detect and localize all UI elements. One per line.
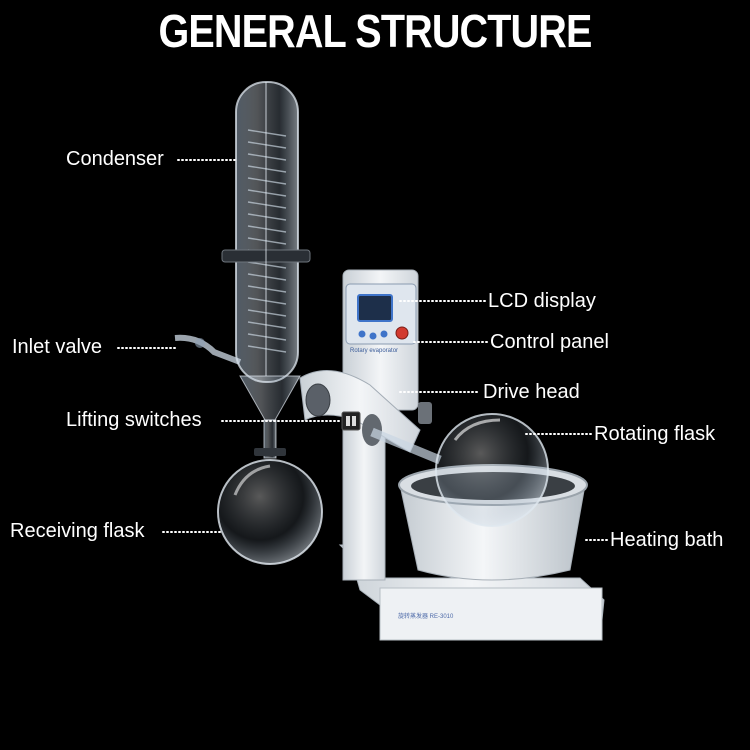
label-heating-bath: Heating bath [610, 529, 724, 551]
base-front [379, 587, 603, 641]
lifting-switch [341, 411, 361, 431]
label-drive-head: Drive head [483, 381, 580, 403]
control-knob [395, 326, 409, 340]
label-lcd-display: LCD display [488, 290, 596, 312]
vapor-duct [370, 427, 442, 465]
heating-bath [399, 484, 586, 581]
label-receiving-flask: Receiving flask [10, 520, 145, 542]
leader-lines [117, 159, 608, 541]
drive-collar [362, 414, 382, 446]
base-caption: 旋转蒸发器 RE-3010 [398, 612, 454, 620]
label-inlet-valve: Inlet valve [12, 336, 103, 358]
drive-knob [418, 402, 432, 424]
label-condenser: Condenser [66, 148, 164, 170]
panel-caption: Rotary evaporator [350, 348, 398, 354]
condenser-clamp [221, 249, 311, 263]
label-lifting-switches: Lifting switches [66, 409, 202, 431]
panel-button [380, 330, 388, 338]
label-rotating-flask: Rotating flask [594, 423, 716, 445]
lcd-screen [357, 294, 393, 322]
flask-clamp [254, 448, 286, 456]
inlet-valve [174, 334, 242, 365]
panel-button [358, 330, 366, 338]
rotating-flask [435, 413, 549, 527]
label-control-panel: Control panel [490, 331, 609, 353]
drive-motor-cap [305, 383, 331, 417]
page-title: GENERAL STRUCTURE [158, 5, 592, 57]
receiving-flask [217, 459, 323, 565]
vapor-tee [239, 375, 301, 421]
panel-button [369, 332, 377, 340]
